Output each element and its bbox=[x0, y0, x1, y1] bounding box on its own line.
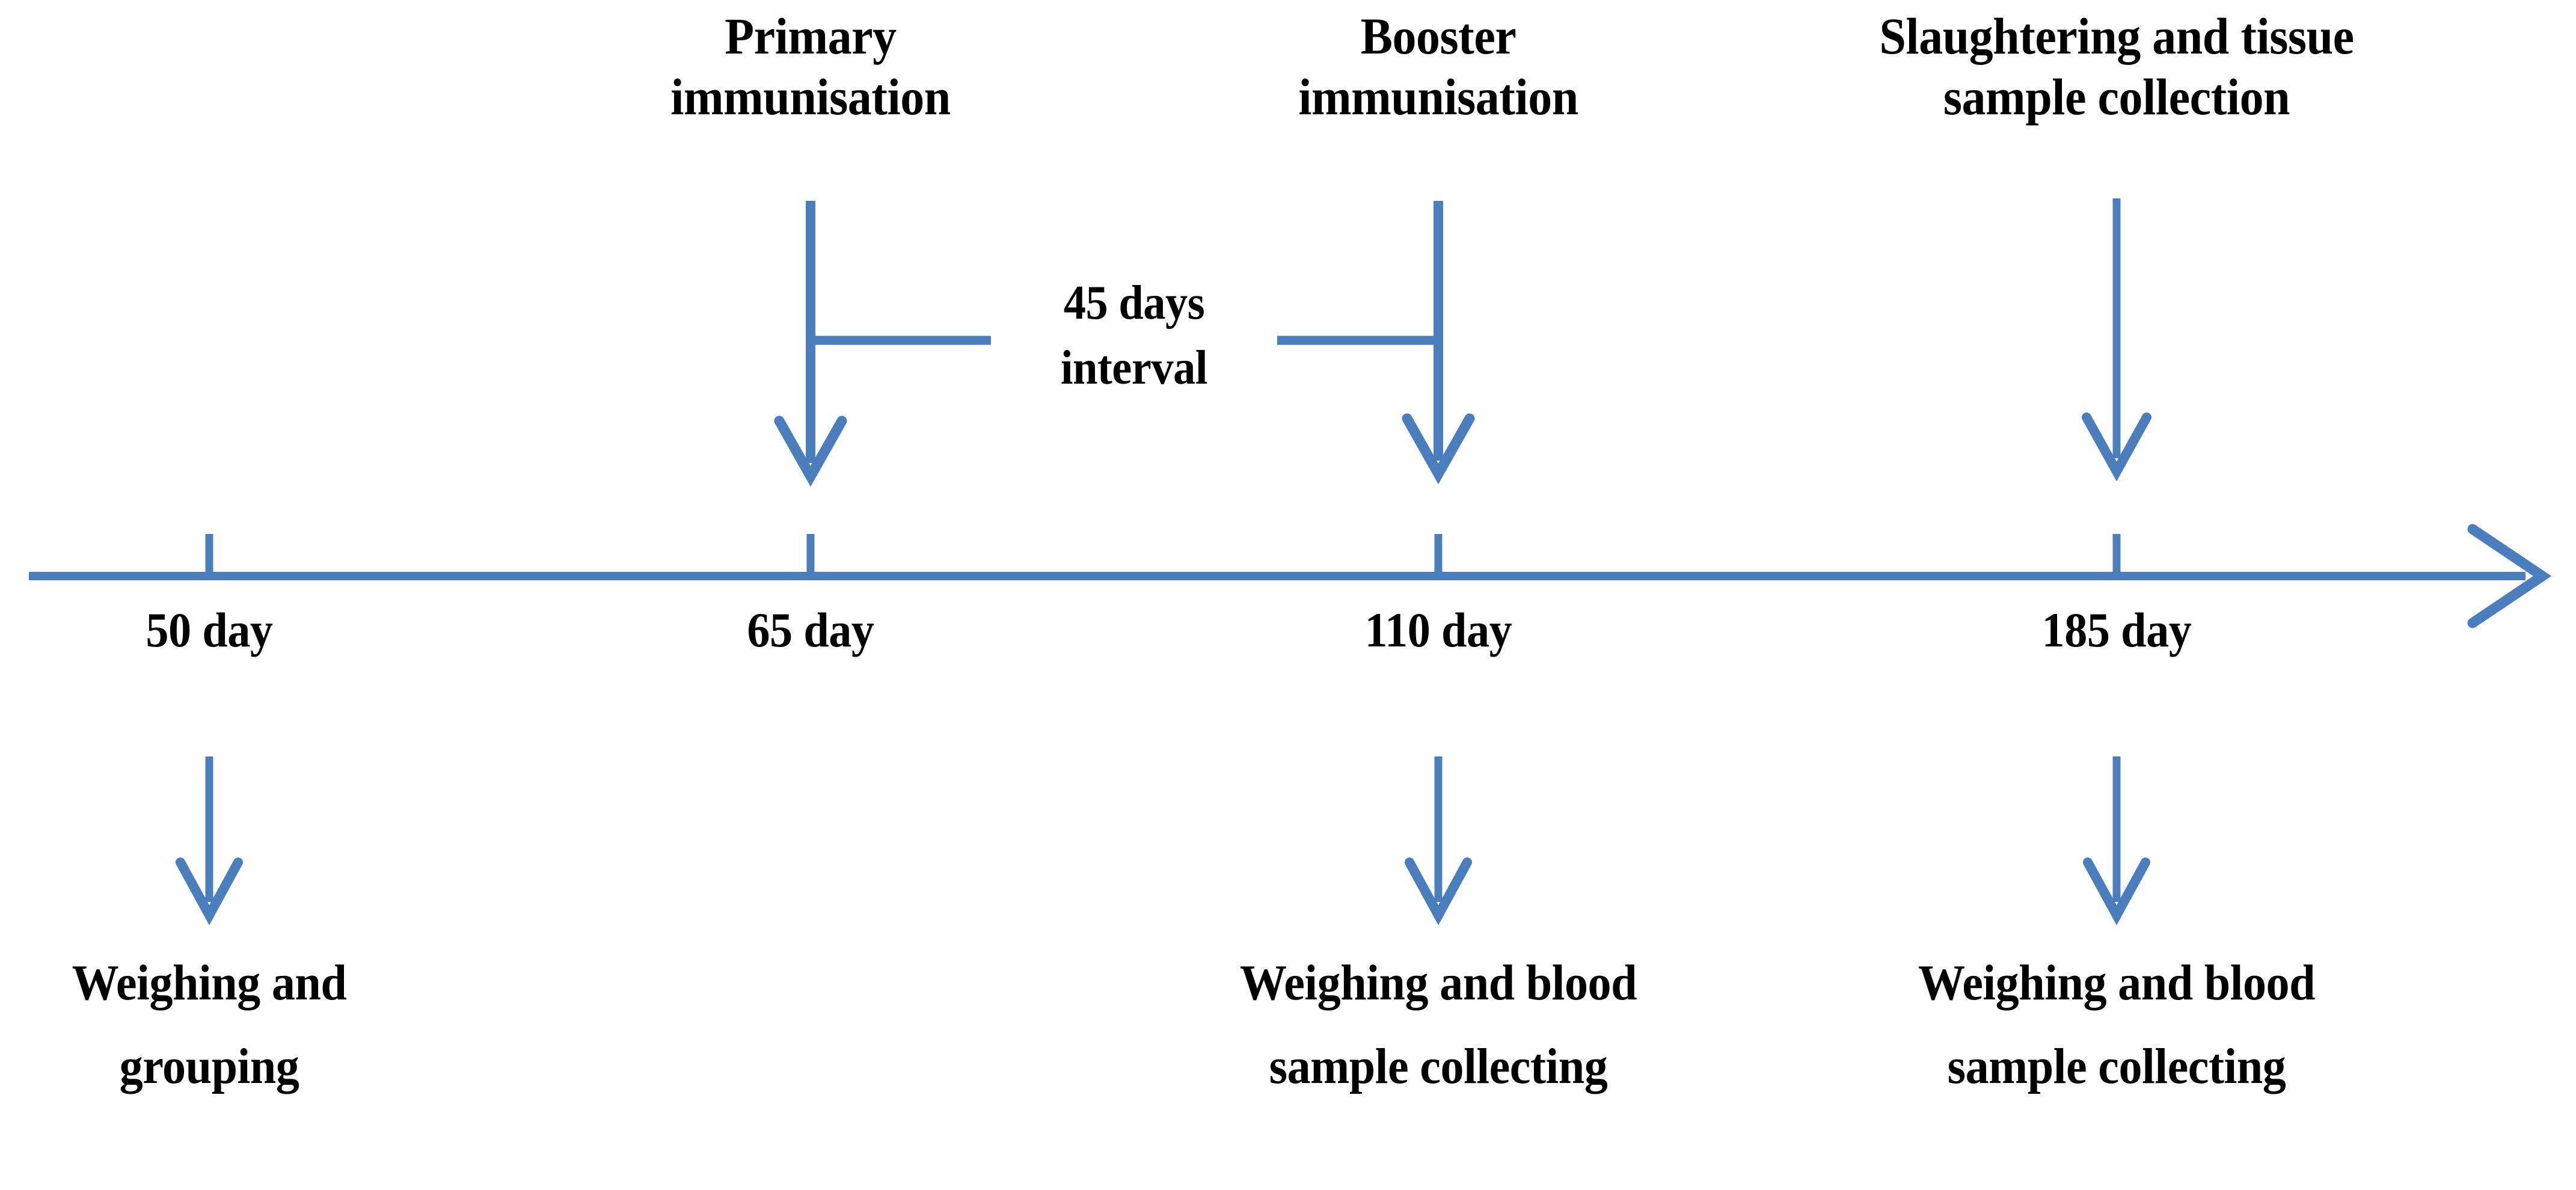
arrowhead-down-weighing-blood-110-icon bbox=[1405, 857, 1472, 925]
day-label-110: 110 day bbox=[1364, 603, 1512, 657]
day-label-65: 65 day bbox=[747, 603, 874, 657]
arrowhead-down-booster-immunisation-icon bbox=[1402, 413, 1475, 485]
day-label-50: 50 day bbox=[146, 603, 273, 657]
bottom-action-arrow-group bbox=[176, 756, 2150, 925]
top-event-arrow-group bbox=[774, 198, 2151, 487]
arrowhead-down-slaughtering-icon bbox=[2082, 413, 2151, 482]
event-caption-slaughtering: Slaughtering and tissue sample collectio… bbox=[1879, 7, 2354, 126]
action-caption-weighing-blood-110: Weighing and blood sample collecting bbox=[1239, 955, 1637, 1094]
arrowhead-down-primary-immunisation-icon bbox=[774, 416, 847, 487]
timeline-arrowhead-icon bbox=[2467, 524, 2552, 628]
day-label-185: 185 day bbox=[2041, 603, 2192, 657]
axis-tick-group bbox=[205, 534, 2121, 579]
action-caption-weighing-grouping: Weighing and grouping bbox=[72, 955, 347, 1094]
event-caption-booster-immunisation: Booster immunisation bbox=[1298, 7, 1578, 126]
arrowhead-down-weighing-blood-185-icon bbox=[2083, 857, 2150, 925]
action-caption-weighing-blood-185: Weighing and blood sample collecting bbox=[1918, 955, 2316, 1094]
arrowhead-down-weighing-grouping-icon bbox=[176, 857, 243, 925]
interval-caption-45-days: 45 days interval bbox=[1060, 277, 1208, 394]
event-caption-primary-immunisation: Primary immunisation bbox=[670, 7, 951, 126]
